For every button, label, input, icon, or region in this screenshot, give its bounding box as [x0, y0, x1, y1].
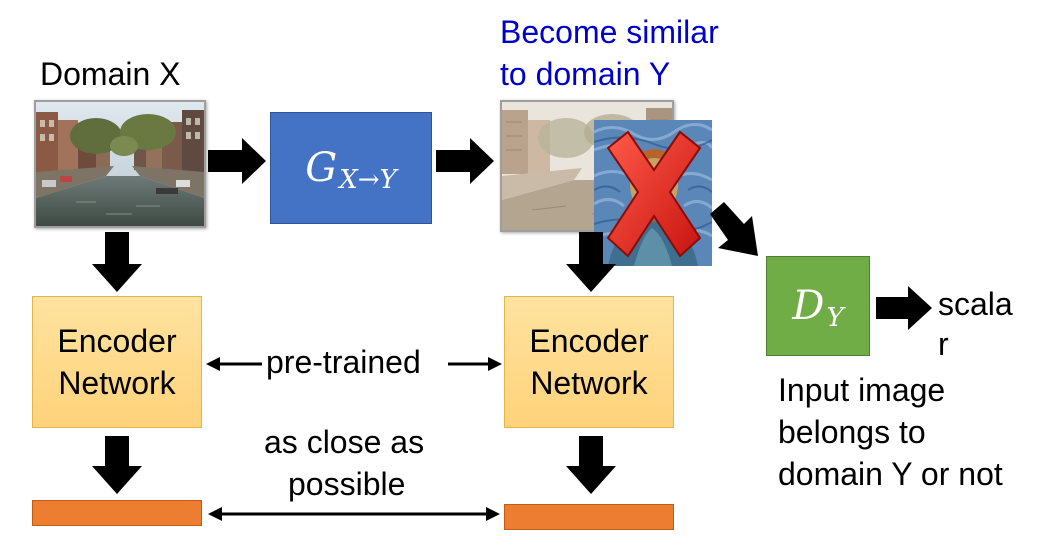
become-similar-label-line2: to domain Y: [500, 56, 671, 92]
arrow-from-generator: [436, 138, 494, 184]
arrow-to-discriminator: [710, 202, 758, 256]
scalar-label-line2: r: [938, 326, 949, 362]
canal-photo-image: [36, 102, 204, 226]
discriminator-symbol: D: [792, 283, 825, 329]
arrow-down-left-to-encoder: [92, 232, 142, 292]
domain-x-label: Domain X: [40, 56, 181, 92]
generator-symbol: G: [305, 145, 338, 191]
arrow-to-generator: [208, 138, 266, 184]
encoder-left-line1: Encoder: [57, 323, 177, 359]
red-x-icon: [606, 130, 702, 258]
encoder-network-left: Encoder Network: [32, 296, 202, 428]
pretrained-double-arrow: [206, 357, 502, 371]
arrow-down-left-to-feature: [92, 436, 142, 494]
pretrained-label: pre-trained: [266, 344, 421, 380]
feature-bar-right: [504, 504, 674, 530]
scalar-label-line1: scala: [938, 286, 1013, 322]
discriminator-subscript: Y: [826, 303, 844, 333]
description-line1: Input image: [778, 372, 946, 408]
become-similar-label-line1: Become similar: [500, 14, 719, 50]
arrow-down-right-to-feature: [566, 436, 616, 494]
arrow-down-right-to-encoder: [566, 232, 616, 292]
arrow-to-scalar: [876, 286, 932, 330]
feature-bar-left: [32, 500, 202, 526]
generator-subscript: X→Y: [339, 165, 397, 195]
description-line3: domain Y or not: [778, 456, 1003, 492]
description-line2: belongs to: [778, 414, 926, 450]
domain-x-photo: [34, 100, 206, 228]
encoder-left-line2: Network: [58, 365, 176, 401]
encoder-right-line1: Encoder: [529, 323, 649, 359]
as-close-as-label: as close as: [264, 424, 425, 460]
close-double-arrow: [208, 507, 500, 521]
encoder-right-line2: Network: [530, 365, 648, 401]
encoder-network-right: Encoder Network: [504, 296, 674, 428]
possible-label: possible: [288, 466, 406, 502]
